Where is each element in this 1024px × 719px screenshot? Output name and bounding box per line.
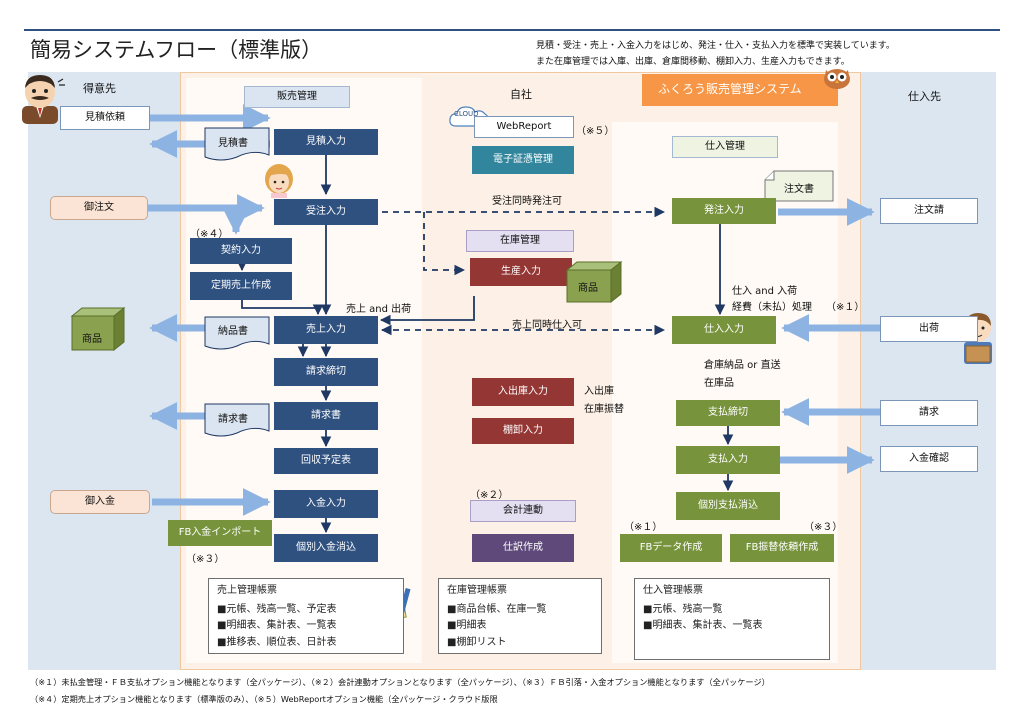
owl-icon	[824, 69, 850, 89]
sales-report-item: ■明細表、集計表、一覧表	[217, 620, 337, 631]
center-shohin-label: 商品	[578, 283, 598, 294]
teiki-uriage-button[interactable]: 定期売上作成	[190, 272, 292, 300]
zaiko-furikae-label: 在庫振替	[584, 404, 624, 415]
note1b-label: （※１）	[624, 522, 663, 533]
sales-report-title: 売上管理帳票	[217, 585, 277, 596]
stock-report-item: ■棚卸リスト	[447, 636, 507, 648]
purchase-report-item: ■元帳、残高一覧	[643, 603, 723, 615]
zaiko-kanri-label: 在庫管理	[466, 230, 574, 252]
shiharai-input-button[interactable]: 支払入力	[676, 446, 780, 474]
shiire-nyuka-label: 仕入 and 入荷	[732, 286, 798, 297]
note3-sales-label: （※３）	[186, 554, 225, 565]
note5-label: （※５）	[576, 126, 615, 137]
nyukin-input-button[interactable]: 入金入力	[274, 490, 378, 518]
seikyusho-doc-label: 請求書	[218, 414, 248, 425]
seikyu-shimekiri-button[interactable]: 請求締切	[274, 358, 378, 386]
shiire-input-button[interactable]: 仕入入力	[672, 316, 776, 344]
sales-report-item: ■元帳、残高一覧、予定表	[217, 603, 337, 615]
mitsumori-irai-box[interactable]: 見積依頼	[60, 106, 150, 130]
header-desc-1: 見積・受注・売上・入金入力をはじめ、発注・仕入・支払入力を標準で実装しています。	[536, 41, 895, 51]
uriage-shukka-label: 売上 and 出荷	[346, 304, 412, 315]
sales-report-item: ■推移表、順位表、日計表	[217, 636, 337, 648]
kobetsu-nyukin-button[interactable]: 個別入金消込	[274, 534, 378, 562]
keihi-label: 経費（未払）処理	[732, 302, 812, 313]
purchase-section-label: 仕入管理	[672, 136, 778, 158]
chumon-uke-box[interactable]: 注文請	[880, 198, 978, 224]
shukka-box[interactable]: 出荷	[880, 316, 978, 342]
denshi-shomei-button[interactable]: 電子証憑管理	[472, 146, 574, 174]
webreport-box[interactable]: WebReport	[474, 116, 574, 138]
seikyusho-document-icon	[204, 403, 270, 437]
sales-report-list: 売上管理帳票 ■元帳、残高一覧、予定表 ■明細表、集計表、一覧表 ■推移表、順位…	[208, 578, 404, 654]
juchu-input-button[interactable]: 受注入力	[274, 199, 378, 225]
stock-report-item: ■商品台帳、在庫一覧	[447, 603, 547, 615]
shohin-cube-icon	[70, 306, 126, 352]
chumonsho-label: 注文書	[784, 184, 814, 195]
note3-purchase-label: （※３）	[804, 522, 843, 533]
zaikohin-label: 在庫品	[704, 378, 734, 389]
customer-heading: 得意先	[83, 82, 116, 95]
sales-section-label: 販売管理	[244, 86, 350, 108]
note4-label: （※４）	[190, 229, 229, 240]
gochumon-box[interactable]: 御注文	[50, 196, 148, 220]
nohinsho-label: 納品書	[218, 326, 248, 337]
header-desc-2: また在庫管理では入庫、出庫、倉庫間移動、棚卸入力、生産入力もできます。	[536, 57, 850, 67]
supplier-heading: 仕入先	[908, 90, 941, 103]
system-banner: ふくろう販売管理システム	[642, 74, 838, 106]
cloud-label: CLOUD	[454, 110, 479, 118]
shohin-cube-label: 商品	[82, 334, 102, 345]
footnote-line-2: （※４）定期売上オプション機能となります（標準版のみ）、（※５）WebRepor…	[30, 694, 498, 704]
seisan-input-button[interactable]: 生産入力	[470, 258, 572, 286]
note1-purchase-label: （※１）	[826, 302, 865, 313]
mitsumorisho-document-icon	[204, 127, 270, 161]
supplier-column-bg	[861, 72, 996, 670]
customer-column-bg	[28, 72, 180, 670]
keiyaku-input-button[interactable]: 契約入力	[190, 238, 292, 264]
nohinsho-document-icon	[204, 316, 270, 350]
seikyusho-button[interactable]: 請求書	[274, 402, 378, 430]
nyushukko-label: 入出庫	[584, 386, 614, 397]
seikyu-box[interactable]: 請求	[880, 400, 978, 426]
uriage-doji-label: 売上同時仕入可	[512, 320, 582, 331]
title-underline	[24, 29, 1000, 31]
purchase-report-title: 仕入管理帳票	[643, 585, 703, 596]
gonyukin-box[interactable]: 御入金	[50, 490, 150, 514]
kaikei-renkei-label: 会計連動	[470, 500, 576, 522]
fb-data-button[interactable]: FBデータ作成	[620, 534, 722, 562]
staff-woman-icon	[265, 164, 293, 198]
purchase-report-list: 仕入管理帳票 ■元帳、残高一覧 ■明細表、集計表、一覧表	[634, 578, 830, 660]
kaishu-yotei-button[interactable]: 回収予定表	[274, 448, 378, 474]
soko-nohin-label: 倉庫納品 or 直送	[704, 360, 781, 371]
stock-report-list: 在庫管理帳票 ■商品台帳、在庫一覧 ■明細表 ■棚卸リスト	[438, 578, 602, 654]
stock-report-title: 在庫管理帳票	[447, 585, 507, 596]
page-title: 簡易システムフロー（標準版）	[30, 38, 323, 62]
footnote-line-1: （※１）未払金管理・ＦＢ支払オプション機能となります（全パッケージ）、（※２）会…	[30, 677, 770, 687]
juchu-doji-label: 受注同時発注可	[492, 196, 562, 207]
shiharai-shimekiri-button[interactable]: 支払締切	[676, 400, 780, 426]
fb-nyukin-import-button[interactable]: FB入金インポート	[168, 520, 272, 546]
tanaoroshi-input-button[interactable]: 棚卸入力	[472, 418, 574, 444]
nyushukko-input-button[interactable]: 入出庫入力	[472, 378, 574, 406]
company-heading: 自社	[510, 88, 532, 101]
mitsumori-input-button[interactable]: 見積入力	[274, 129, 378, 155]
mitsumorisho-label: 見積書	[218, 138, 248, 149]
center-shohin-cube-icon	[565, 260, 623, 304]
chumonsho-document-icon	[764, 170, 834, 202]
customer-character-icon	[22, 75, 65, 124]
kobetsu-shiharai-button[interactable]: 個別支払消込	[676, 492, 780, 520]
hatchu-input-button[interactable]: 発注入力	[672, 198, 776, 224]
purchase-report-item: ■明細表、集計表、一覧表	[643, 620, 763, 631]
note2-label: （※２）	[470, 490, 509, 501]
nyukin-kakunin-box[interactable]: 入金確認	[880, 446, 978, 472]
stock-report-item: ■明細表	[447, 620, 487, 631]
uriage-input-button[interactable]: 売上入力	[274, 316, 378, 344]
shiwake-sakusei-button[interactable]: 仕訳作成	[472, 534, 574, 562]
fb-furikomi-button[interactable]: FB振替依頼作成	[730, 534, 834, 562]
